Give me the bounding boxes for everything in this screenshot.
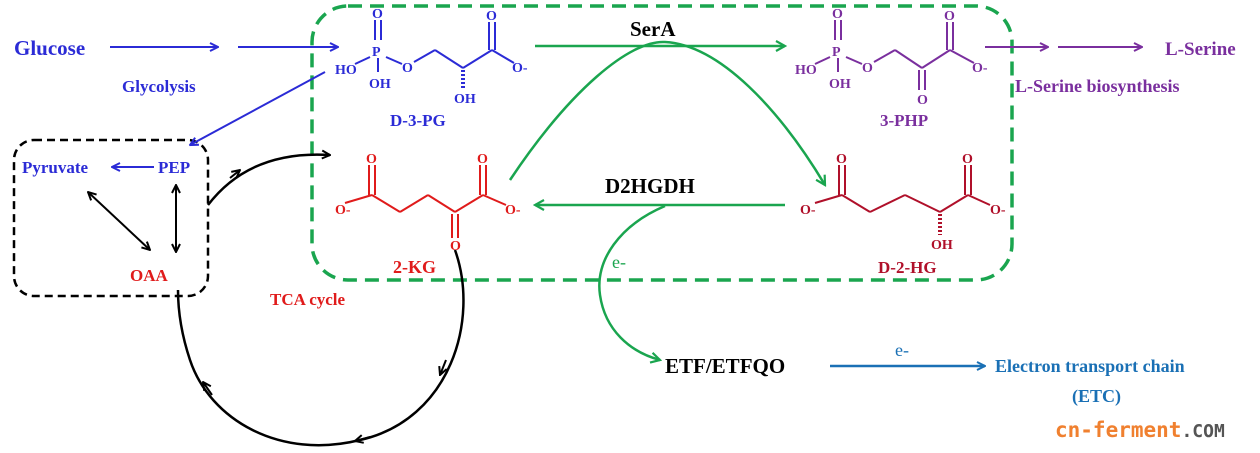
tca-arrow-left <box>203 382 213 396</box>
d2hg-structure <box>814 165 991 235</box>
atom: OH <box>829 77 851 92</box>
atom: O <box>486 9 497 24</box>
glucose-label: Glucose <box>14 36 85 60</box>
tca-arc-top <box>207 155 330 206</box>
pyruvate-label: Pyruvate <box>22 158 89 177</box>
atom: OH <box>369 77 391 92</box>
kg-label: 2-KG <box>393 257 436 277</box>
php-label: 3-PHP <box>880 111 928 130</box>
d3pg-to-pep-arrow <box>190 71 326 145</box>
etc-label-line1: Electron transport chain <box>995 356 1185 376</box>
electron-label-2: e- <box>895 340 909 360</box>
atom: O <box>917 93 928 108</box>
atom: P <box>832 45 841 60</box>
atom: O <box>477 152 488 167</box>
watermark-tld: .COM <box>1181 421 1225 442</box>
atom: HO <box>795 63 817 78</box>
l-serine-label: L-Serine <box>1165 39 1236 60</box>
atom: O- <box>990 203 1006 218</box>
d2hgdh-label: D2HGDH <box>605 174 695 198</box>
pep-label: PEP <box>158 158 190 177</box>
d3pg-label: D-3-PG <box>390 111 446 130</box>
atom: O <box>832 7 843 22</box>
pyruvate-oaa-arrow <box>88 192 150 250</box>
watermark-logo: cn-ferment.COM <box>1055 418 1225 442</box>
kg-structure <box>344 165 507 238</box>
electron-transfer-curve <box>598 204 666 360</box>
atom: O- <box>505 203 521 218</box>
watermark-brand: cn-ferment <box>1055 418 1181 442</box>
atom: O <box>450 239 461 254</box>
tca-arrow-right <box>440 359 446 375</box>
atom: O <box>862 61 873 76</box>
sera-label: SerA <box>630 17 676 41</box>
atom: O <box>962 152 973 167</box>
atom: HO <box>335 63 357 78</box>
atom: O- <box>800 203 816 218</box>
d3pg-structure <box>354 20 515 88</box>
atom: P <box>372 45 381 60</box>
etf-etfqo-label: ETF/ETFQO <box>665 354 785 378</box>
oaa-label: OAA <box>130 266 169 285</box>
tca-arc-main <box>176 249 465 447</box>
atom: O- <box>512 61 528 76</box>
atom: O- <box>972 61 988 76</box>
atom: OH <box>454 92 476 107</box>
enzyme-region-box <box>310 4 1014 282</box>
atom: O <box>836 152 847 167</box>
atom: O <box>366 152 377 167</box>
atom: O <box>944 9 955 24</box>
php-structure <box>814 20 975 90</box>
atom: OH <box>931 238 953 253</box>
kg-to-d2hg-curve <box>508 40 825 185</box>
atom: O- <box>335 203 351 218</box>
glycolysis-intermediates-box <box>12 138 210 298</box>
tca-cycle-label: TCA cycle <box>270 290 346 309</box>
atom: O <box>372 7 383 22</box>
atom: O <box>402 61 413 76</box>
tca-arrow-upper-left <box>229 170 240 179</box>
d2hg-label: D-2-HG <box>878 258 937 277</box>
tca-arrow-bottom <box>355 437 371 441</box>
glycolysis-label: Glycolysis <box>122 77 196 96</box>
electron-label-1: e- <box>612 252 626 272</box>
l-serine-biosynthesis-label: L-Serine biosynthesis <box>1015 76 1180 96</box>
etc-label-line2: (ETC) <box>1072 386 1121 407</box>
